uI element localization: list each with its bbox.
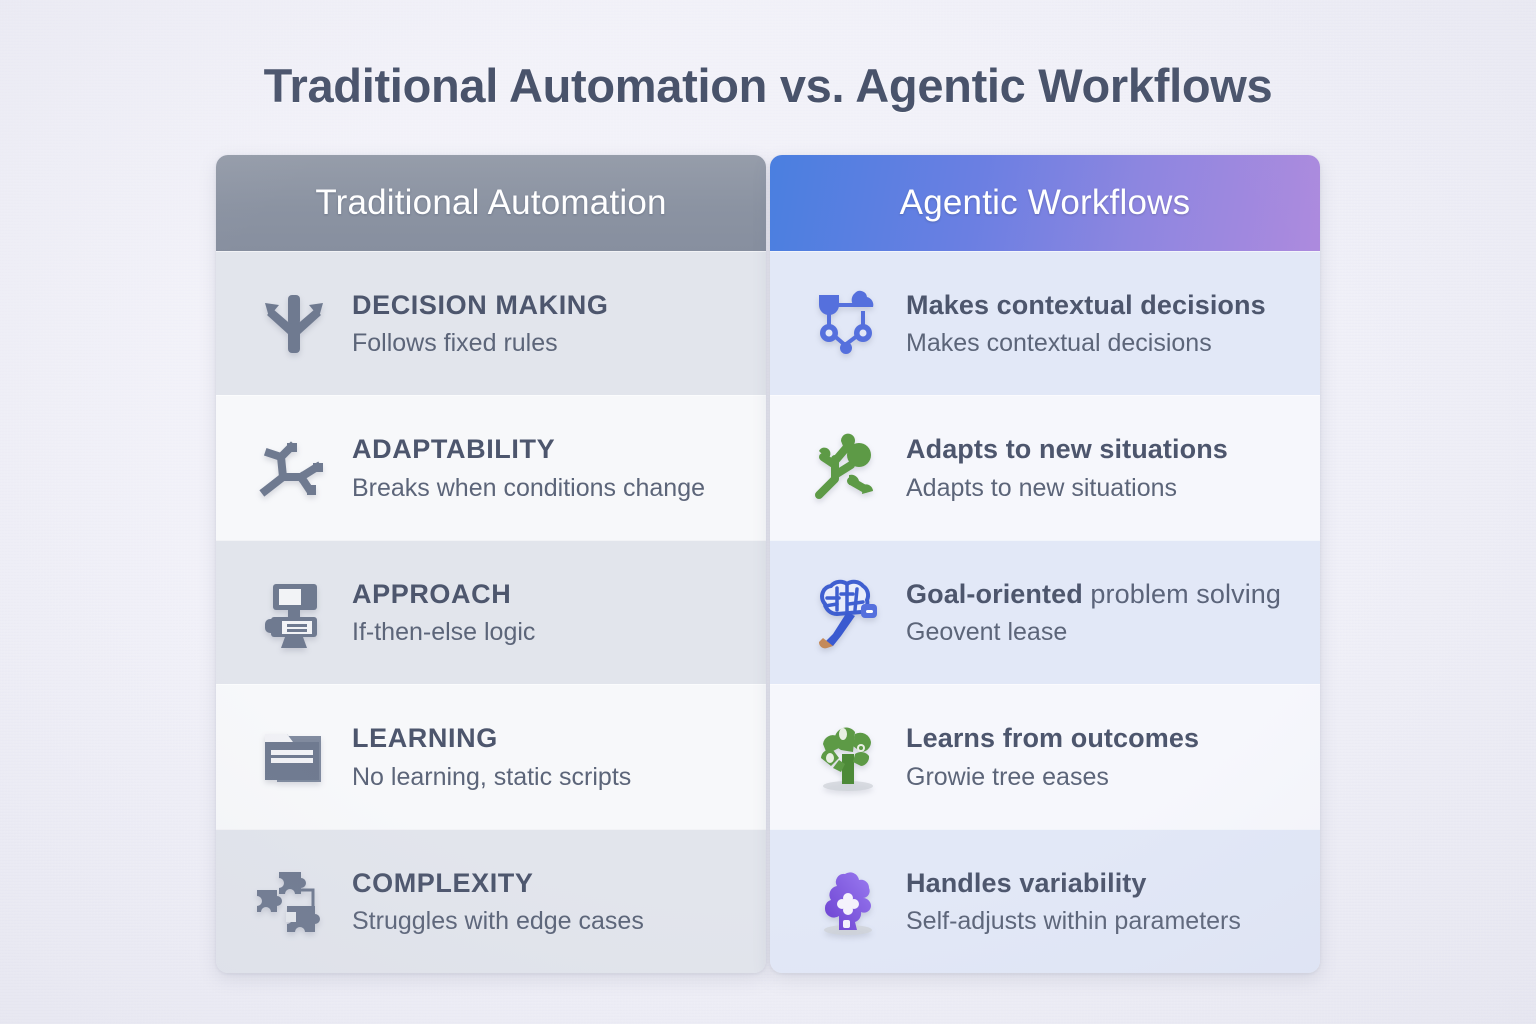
row-title: Adapts to new situations — [906, 433, 1228, 465]
table-row[interactable]: Handles variability Self-adjusts within … — [770, 828, 1320, 973]
table-row[interactable]: Learns from outcomes Growie tree eases — [770, 684, 1320, 829]
comparison-board: Traditional Automation — [216, 155, 1320, 973]
row-subtitle: Self-adjusts within parameters — [906, 907, 1241, 936]
row-text: COMPLEXITY Struggles with edge cases — [342, 867, 658, 936]
table-row[interactable]: Adapts to new situations Adapts to new s… — [770, 395, 1320, 540]
column-agentic-workflows: Agentic Workflows — [770, 155, 1320, 973]
row-title-bold: Makes contextual decisions — [906, 290, 1266, 320]
row-title: Handles variability — [906, 867, 1241, 899]
row-subtitle: Adapts to new situations — [906, 473, 1177, 502]
row-title: APPROACH — [352, 578, 512, 609]
rows-agentic: Makes contextual decisions Makes context… — [770, 251, 1320, 973]
row-subtitle: Makes contextual decisions — [906, 329, 1212, 358]
table-row[interactable]: Goal-oriented problem solving Geovent le… — [770, 539, 1320, 685]
table-row[interactable]: ADAPTABILITY Breaks when conditions chan… — [216, 395, 766, 540]
row-subtitle: Breaks when conditions change — [352, 473, 706, 502]
row-text: ADAPTABILITY Breaks when conditions chan… — [342, 433, 719, 502]
row-title: Goal-oriented problem solving — [906, 578, 1281, 610]
row-subtitle: Geovent lease — [906, 618, 1068, 647]
table-row[interactable]: COMPLEXITY Struggles with edge cases — [216, 828, 766, 973]
row-title: Makes contextual decisions — [906, 289, 1266, 321]
row-subtitle: No learning, static scripts — [352, 762, 632, 791]
row-text: Adapts to new situations Adapts to new s… — [896, 433, 1242, 502]
puzzle-pieces-icon — [246, 853, 342, 949]
row-subtitle: If-then-else logic — [352, 618, 536, 647]
machine-terminal-icon — [246, 565, 342, 661]
table-row[interactable]: LEARNING No learning, static scripts — [216, 684, 766, 829]
row-subtitle: Struggles with edge cases — [352, 907, 644, 936]
folder-archive-icon — [246, 709, 342, 805]
tree-icon — [800, 709, 896, 805]
row-title: DECISION MAKING — [352, 290, 609, 320]
row-text: Makes contextual decisions Makes context… — [896, 289, 1280, 358]
row-text: Learns from outcomes Growie tree eases — [896, 722, 1213, 791]
column-header-traditional: Traditional Automation — [216, 155, 766, 251]
decision-fork-icon — [246, 276, 342, 372]
column-header-agentic: Agentic Workflows — [770, 155, 1320, 251]
growing-branch-icon — [800, 420, 896, 516]
row-title: COMPLEXITY — [352, 867, 534, 898]
row-title: ADAPTABILITY — [352, 434, 556, 465]
row-text: APPROACH If-then-else logic — [342, 578, 549, 647]
table-row[interactable]: Makes contextual decisions Makes context… — [770, 251, 1320, 396]
puzzle-blob-icon — [800, 853, 896, 949]
rows-traditional: DECISION MAKING Follows fixed rules — [216, 251, 766, 973]
row-subtitle: Follows fixed rules — [352, 329, 558, 358]
row-title-bold: Goal-oriented — [906, 578, 1083, 609]
row-title-regular: problem solving — [1082, 578, 1282, 609]
page-title: Traditional Automation vs. Agentic Workf… — [263, 59, 1273, 112]
brain-icon — [800, 565, 896, 661]
table-row[interactable]: DECISION MAKING Follows fixed rules — [216, 251, 766, 396]
row-text: Goal-oriented problem solving Geovent le… — [896, 578, 1295, 647]
row-text: DECISION MAKING Follows fixed rules — [342, 289, 623, 358]
row-title-bold: Learns from outcomes — [906, 723, 1200, 754]
table-row[interactable]: APPROACH If-then-else logic — [216, 539, 766, 685]
row-title: LEARNING — [352, 723, 498, 754]
broken-branch-icon — [246, 420, 342, 516]
row-subtitle: Growie tree eases — [906, 762, 1109, 791]
row-title-bold: Handles variability — [906, 867, 1147, 898]
row-title: Learns from outcomes — [906, 722, 1199, 754]
column-traditional-automation: Traditional Automation — [216, 155, 766, 973]
row-text: LEARNING No learning, static scripts — [342, 722, 645, 791]
row-text: Handles variability Self-adjusts within … — [896, 867, 1255, 936]
node-graph-icon — [800, 276, 896, 372]
row-title-bold: Adapts to new situations — [906, 434, 1228, 465]
